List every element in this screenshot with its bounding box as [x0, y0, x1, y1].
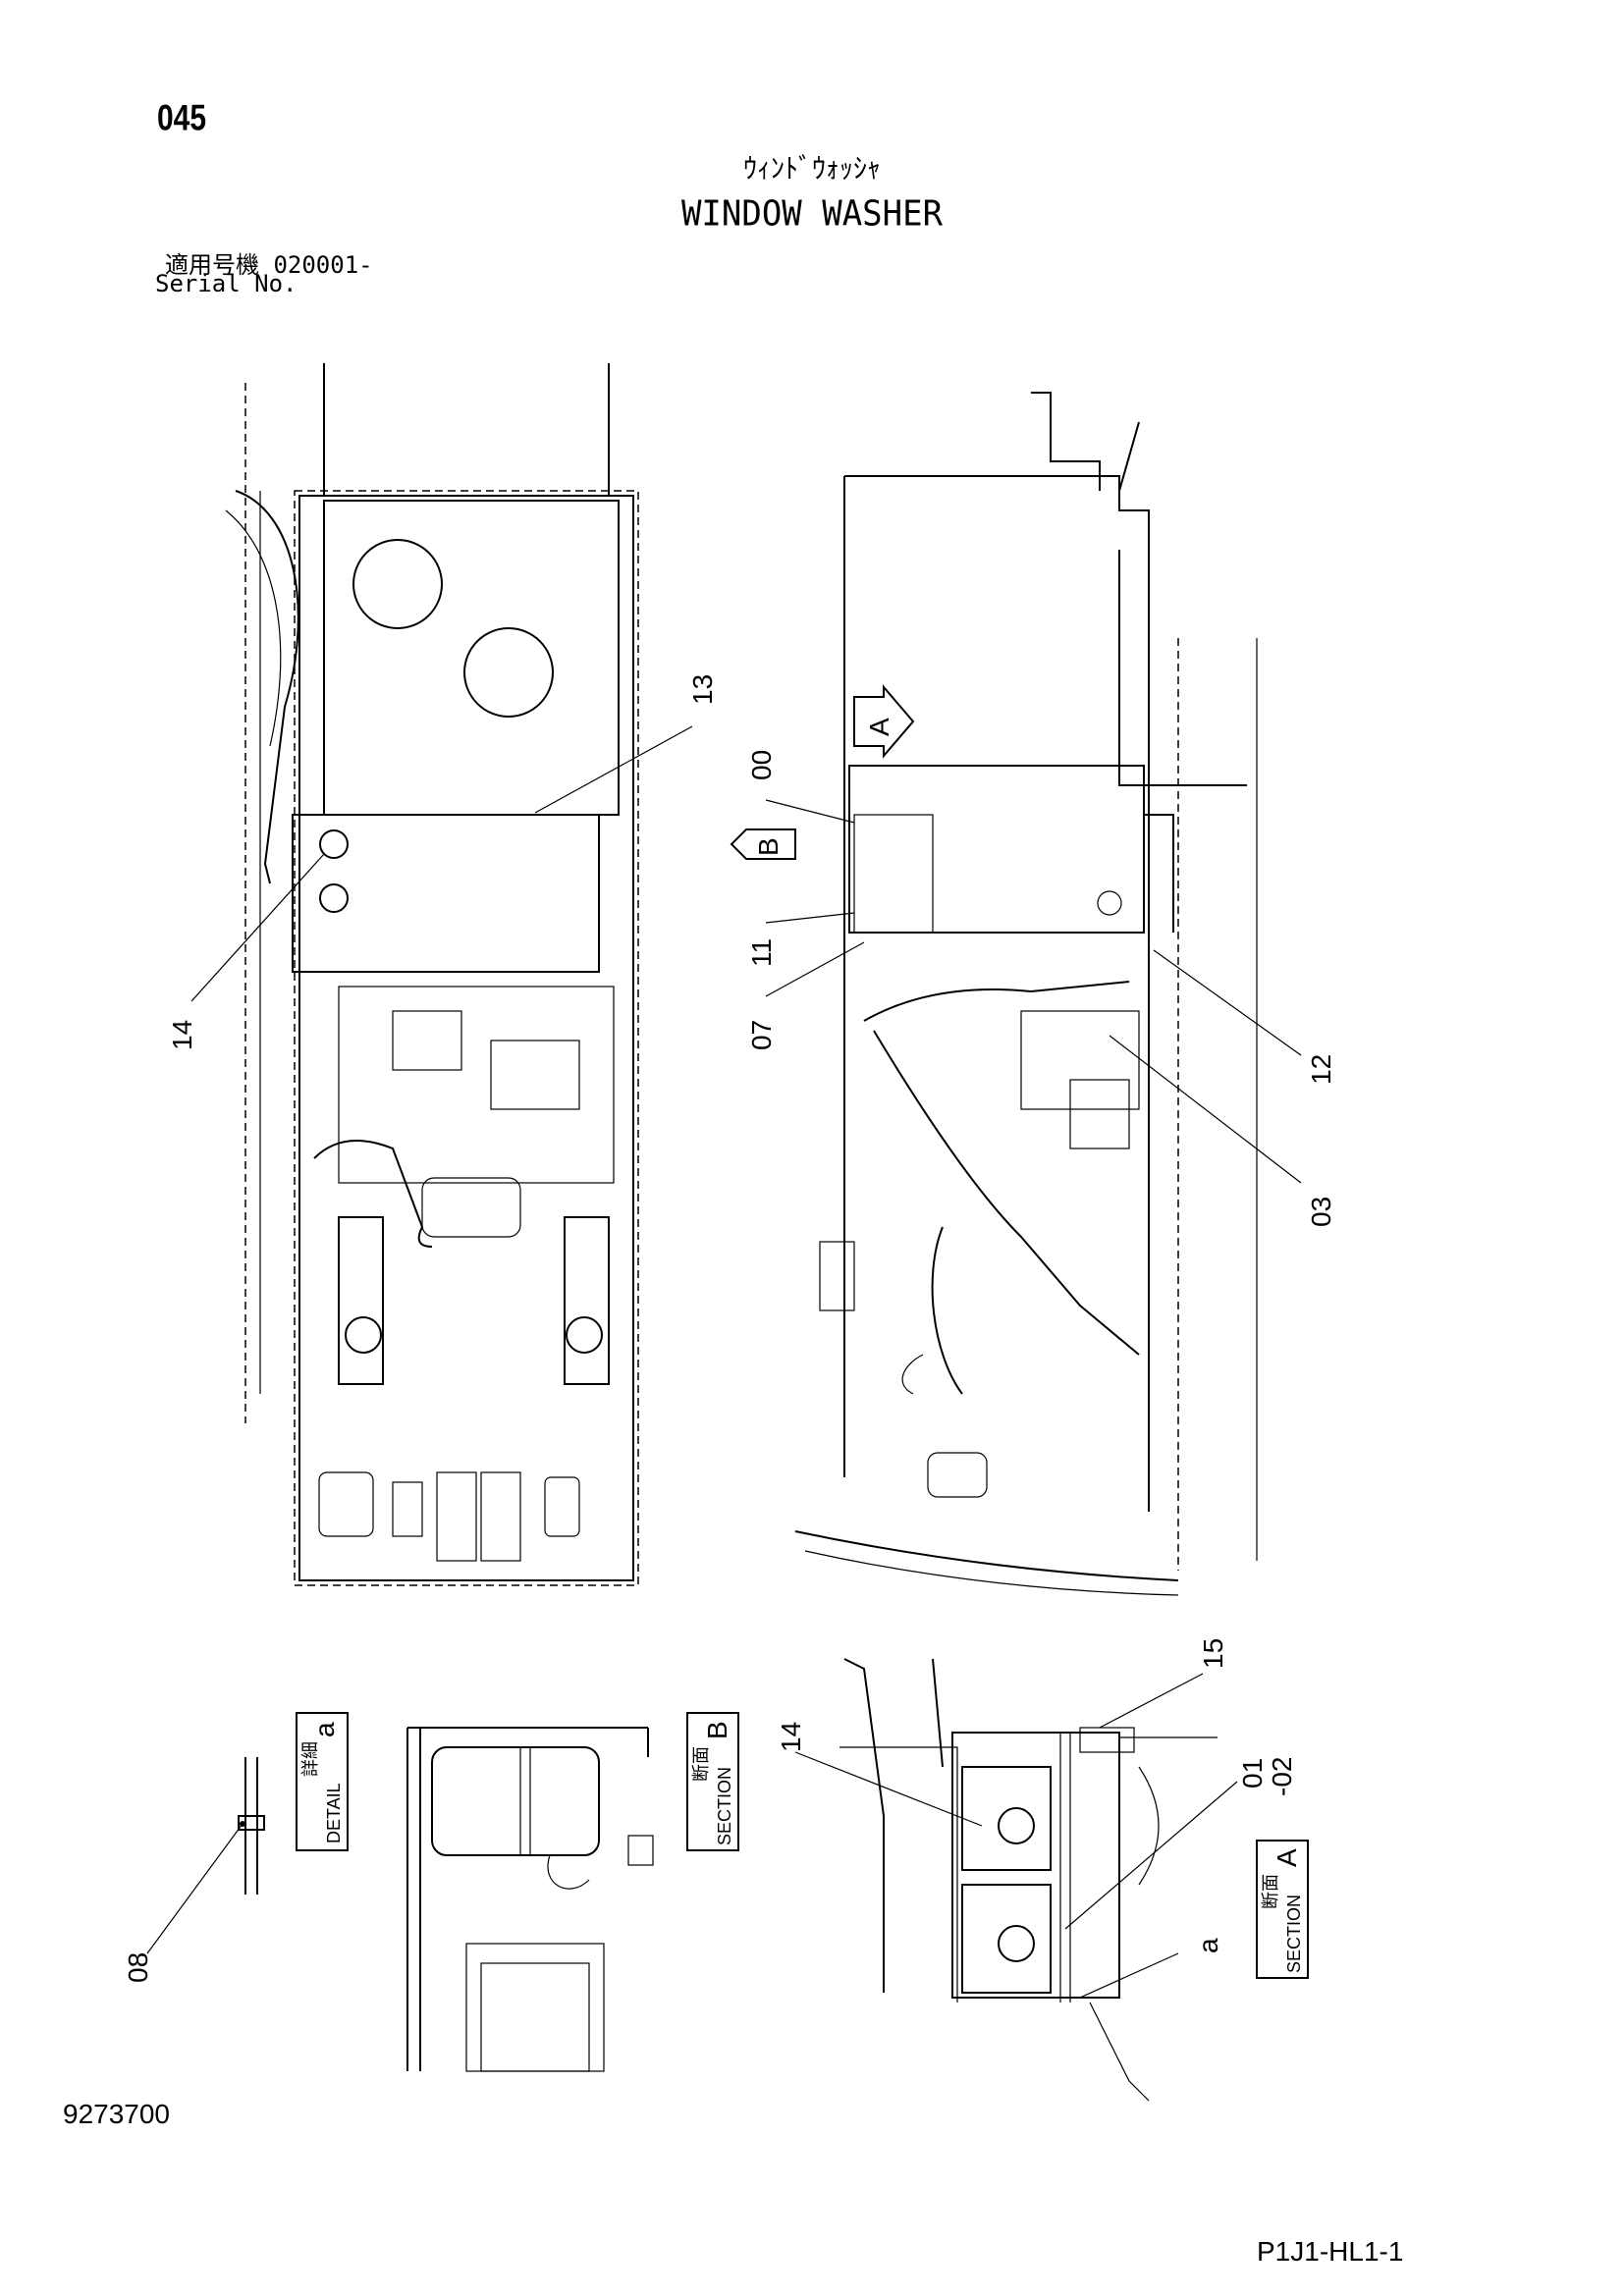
page-number: 045	[157, 98, 207, 139]
callout-15: 15	[1198, 1638, 1228, 1669]
callout-03: 03	[1306, 1197, 1336, 1227]
title-english: WINDOW WASHER	[680, 193, 944, 235]
callouts: 13 14 00 11 07 12 03 15 14 01 -02 08 a A…	[123, 674, 1336, 1983]
arrow-label-b: B	[753, 837, 784, 856]
callout-14-top: 14	[167, 1020, 197, 1050]
callout-07: 07	[746, 1020, 777, 1050]
section-a-label: A 断面 SECTION	[1256, 1840, 1309, 1979]
right-floor-view	[730, 392, 1258, 1596]
serial-label-japanese: 適用号機 020001-	[165, 251, 373, 279]
detail-letter: a	[309, 1722, 340, 1737]
leader-lines	[146, 725, 1302, 1999]
left-floor-view	[225, 363, 639, 1586]
section-a-letter: A	[1272, 1848, 1302, 1867]
detail-a-label: a 詳細 DETAIL	[296, 1712, 349, 1851]
callout-11: 11	[746, 938, 777, 967]
document-number: 9273700	[63, 2099, 171, 2129]
section-b-label: B 断面 SECTION	[686, 1712, 739, 1851]
section-a-view	[839, 1658, 1218, 2102]
section-b-label-text: SECTION	[715, 1767, 734, 1845]
detail-a-view	[238, 1757, 265, 1895]
arrow-label-a: A	[864, 718, 894, 736]
callout-01: 01	[1237, 1758, 1268, 1789]
callout-00: 00	[746, 750, 777, 780]
callout-a: a	[1193, 1938, 1223, 1953]
section-b-kanji: 断面	[691, 1746, 711, 1782]
title-japanese: ｳｨﾝﾄﾞｳｫｯｼｬ	[742, 152, 881, 185]
section-b-view	[406, 1727, 654, 2072]
callout-08: 08	[123, 1952, 153, 1983]
serial-label-english: Serial No.	[155, 270, 298, 297]
callout-02: -02	[1267, 1757, 1297, 1796]
callout-14-bottom: 14	[776, 1722, 806, 1752]
detail-kanji: 詳細	[300, 1741, 320, 1777]
section-a-kanji: 断面	[1261, 1874, 1280, 1909]
drawing-code: P1J1-HL1-1	[1257, 2236, 1404, 2267]
callout-13: 13	[687, 674, 718, 705]
section-b-letter: B	[702, 1721, 732, 1739]
callout-12: 12	[1306, 1054, 1336, 1085]
detail-label: DETAIL	[324, 1783, 344, 1843]
section-a-label-text: SECTION	[1284, 1895, 1304, 1973]
